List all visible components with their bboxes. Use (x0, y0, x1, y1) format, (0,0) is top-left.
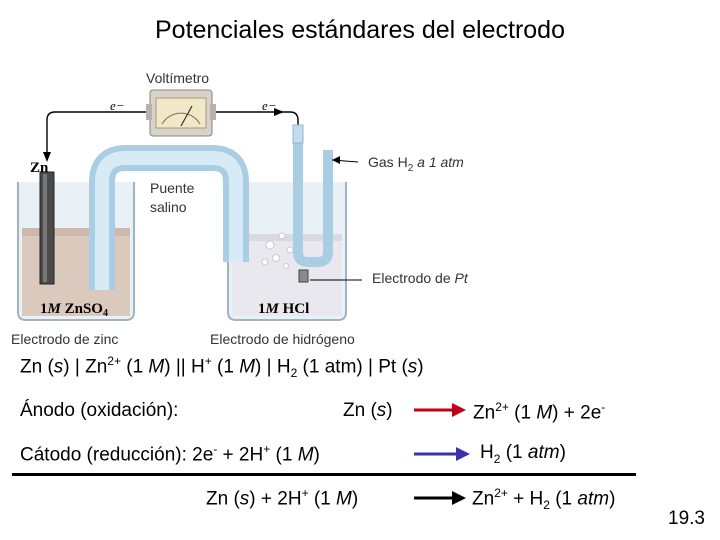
overall-arrow (414, 491, 466, 505)
voltmeter-label: Voltímetro (146, 70, 210, 86)
hydrogen-electrode-label: Electrodo de hidrógeno (210, 331, 355, 347)
cathode-equation: Cátodo (reducción): 2e- + 2H+ (1 M) (20, 442, 320, 466)
electron-left-label: e− (110, 98, 125, 113)
electron-right-label: e− (262, 98, 277, 113)
hydrogen-gas-tube (293, 135, 333, 267)
anode-label: Ánodo (oxidación): (20, 400, 179, 421)
beaker-left-label: 1M ZnSO4 (40, 301, 108, 319)
cathode-product: H2 (1 atm) (480, 442, 566, 466)
pt-electrode-label: Electrodo de Pt (372, 270, 468, 286)
page-title: Potenciales estándares del electrodo (155, 16, 565, 44)
zinc-electrode-label: Electrodo de zinc (11, 331, 119, 347)
gas-label: Gas H2 a 1 atm (368, 154, 464, 174)
left-wire-arrowhead (43, 152, 51, 162)
anode-arrow-head (452, 403, 466, 417)
sum-divider-line (12, 473, 636, 476)
right-wire (212, 111, 299, 150)
slide-number: 19.3 (668, 508, 705, 529)
cathode-arrow (414, 447, 470, 461)
left-wire (46, 111, 150, 155)
pt-electrode (298, 269, 309, 283)
zn-label: Zn (30, 160, 49, 176)
salt-bridge-label: Puente salino (150, 179, 195, 217)
left-beaker (17, 182, 135, 321)
anode-reactant: Zn (s) (343, 400, 393, 421)
overall-product: Zn2+ + H2 (1 atm) (472, 486, 616, 513)
overall-arrow-head (452, 491, 466, 505)
right-wire-arrowhead (274, 108, 284, 116)
overall-reactant: Zn (s) + 2H+ (1 M) (206, 486, 359, 510)
beaker-right-label: 1M HCl (258, 301, 309, 317)
voltmeter-icon (146, 89, 216, 137)
anode-arrow (414, 403, 466, 417)
cathode-arrow-head (456, 447, 470, 461)
cell-notation: Zn (s) | Zn2+ (1 M) || H+ (1 M) | H2 (1 … (20, 354, 424, 381)
hydrogen-bubbles (261, 232, 294, 269)
anode-product: Zn2+ (1 M) + 2e- (473, 400, 606, 424)
